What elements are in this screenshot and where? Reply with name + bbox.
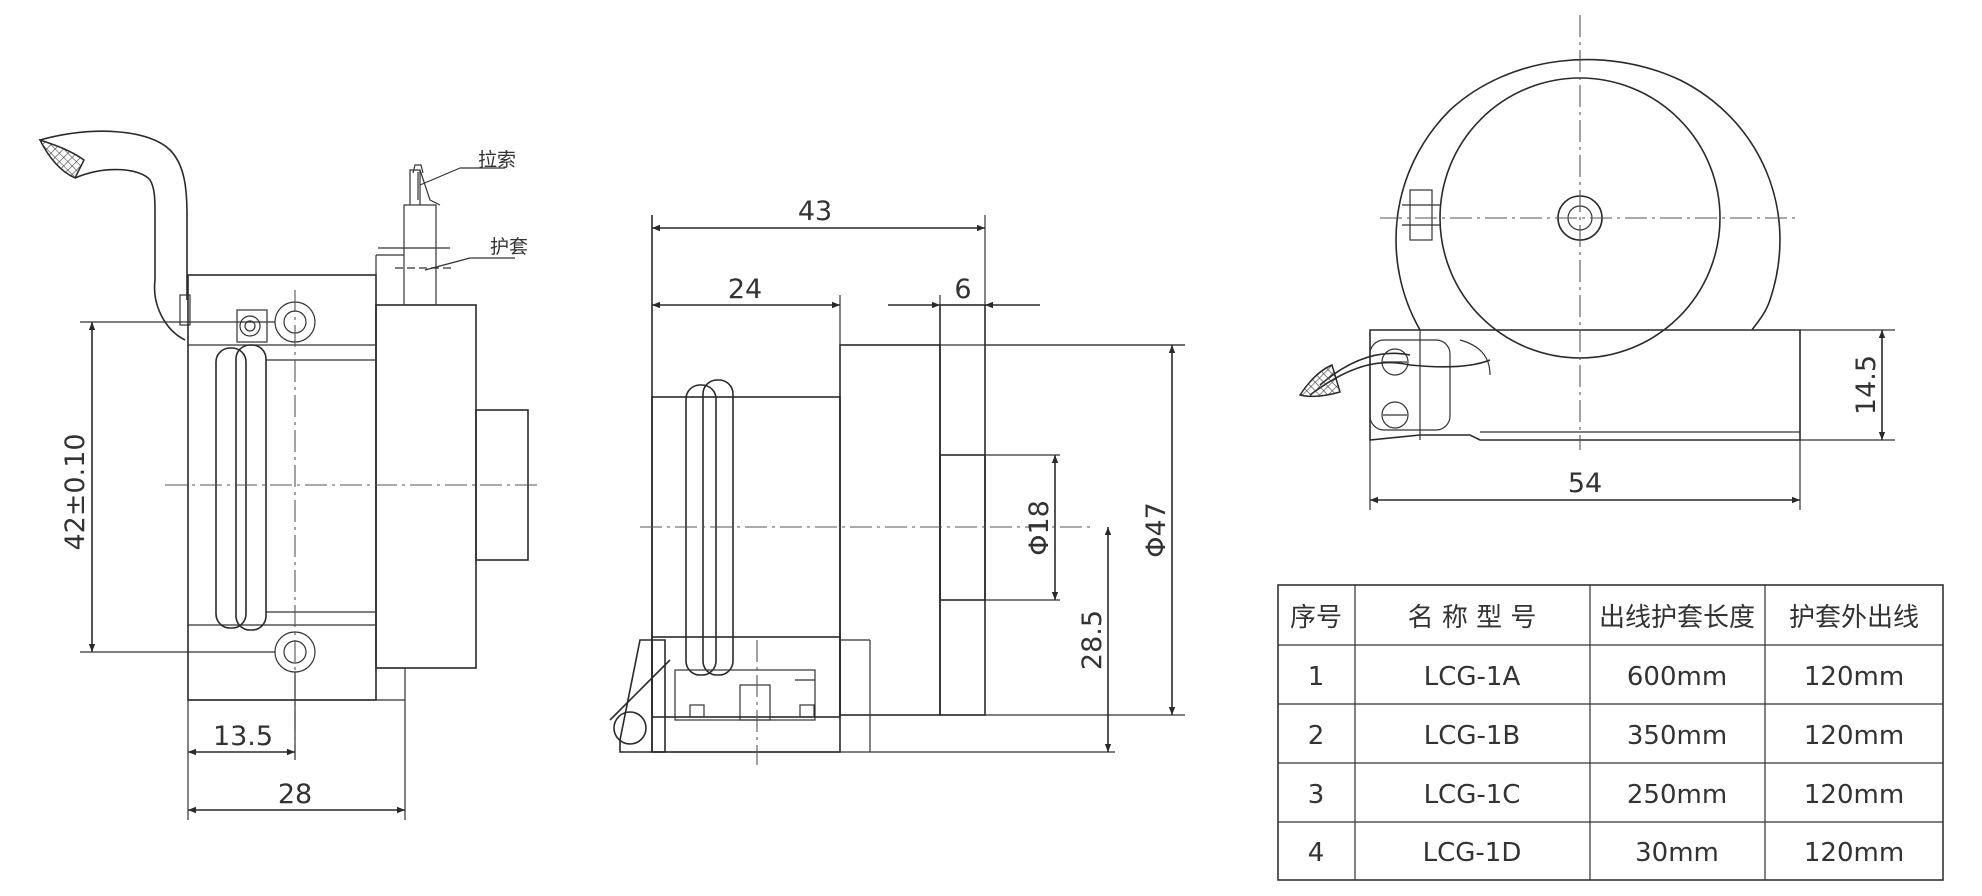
- dimension-front: 24: [652, 274, 841, 345]
- cell-sheath-length: 250mm: [1627, 780, 1727, 810]
- dimension-body: Φ47: [985, 344, 1185, 715]
- sheath-label: 护套: [424, 236, 528, 271]
- dim-flange-label: 6: [954, 274, 971, 305]
- dimension-offset: 13.5: [187, 672, 296, 820]
- section-outline: [609, 215, 1185, 753]
- header-outer-wire: 护套外出线: [1789, 603, 1919, 633]
- dimension-base-width: 54: [1369, 440, 1801, 510]
- table-row: 3 LCG-1C 250mm 120mm: [1308, 780, 1904, 810]
- dim-total-label: 43: [798, 196, 832, 227]
- dimension-hub: Φ18: [1024, 455, 1059, 600]
- table-row: 4 LCG-1D 30mm 120mm: [1308, 838, 1904, 868]
- cable: [38, 130, 188, 341]
- header-sheath-length: 出线护套长度: [1599, 603, 1755, 633]
- cell-model: LCG-1A: [1424, 662, 1521, 692]
- front-outline: [1298, 58, 1801, 441]
- table-header-row: 序号 名 称 型 号 出线护套长度 护套外出线: [1290, 603, 1919, 633]
- cell-sheath-length: 30mm: [1635, 838, 1719, 868]
- model-table: 序号 名 称 型 号 出线护套长度 护套外出线 1 LCG-1A 600mm 1…: [1277, 584, 1944, 881]
- dim-offset-label: 13.5: [213, 721, 273, 752]
- cell-model: LCG-1D: [1423, 838, 1522, 868]
- dim-width-label: 28: [278, 779, 312, 810]
- cell-outer-wire: 120mm: [1804, 721, 1904, 751]
- cell-index: 1: [1308, 662, 1325, 692]
- side-view: 拉索 护套 42±0.10 13.5 28: [38, 130, 540, 820]
- cell-sheath-length: 350mm: [1627, 721, 1727, 751]
- header-index: 序号: [1290, 603, 1342, 633]
- dim-body-label: Φ47: [1141, 502, 1172, 558]
- dim-front-label: 24: [728, 274, 762, 305]
- dim-height-label: 42±0.10: [60, 433, 91, 550]
- front-view: 14.5 54: [1298, 15, 1895, 510]
- housing-outline: [179, 164, 529, 701]
- dimension-total: 43: [652, 196, 986, 305]
- cell-outer-wire: 120mm: [1804, 780, 1904, 810]
- dim-center-label: 28.5: [1077, 610, 1108, 670]
- dimension-base-height: 14.5: [1800, 329, 1895, 441]
- label-cable: 拉索: [478, 149, 516, 171]
- cell-outer-wire: 120mm: [1804, 662, 1904, 692]
- dimension-width: 28: [188, 700, 406, 820]
- header-model: 名 称 型 号: [1408, 603, 1537, 633]
- dim-hub-label: Φ18: [1024, 500, 1055, 556]
- dimension-flange: 6: [888, 274, 1040, 309]
- dim-base-height-label: 14.5: [1851, 355, 1882, 415]
- dimension-center: 28.5: [1077, 527, 1112, 752]
- dim-base-width-label: 54: [1568, 468, 1602, 499]
- cell-model: LCG-1C: [1424, 780, 1521, 810]
- cable-label: 拉索: [419, 149, 516, 186]
- dimension-height: 42±0.10: [60, 321, 275, 653]
- section-view: 43 24 6 Φ18 Φ47 28.5: [609, 196, 1185, 765]
- cell-index: 2: [1308, 721, 1325, 751]
- cell-outer-wire: 120mm: [1804, 838, 1904, 868]
- cell-index: 3: [1308, 780, 1325, 810]
- cell-index: 4: [1308, 838, 1325, 868]
- table-row: 2 LCG-1B 350mm 120mm: [1308, 721, 1904, 751]
- label-sheath: 护套: [490, 236, 528, 258]
- cell-sheath-length: 600mm: [1627, 662, 1727, 692]
- cell-model: LCG-1B: [1424, 721, 1521, 751]
- table-row: 1 LCG-1A 600mm 120mm: [1308, 662, 1904, 692]
